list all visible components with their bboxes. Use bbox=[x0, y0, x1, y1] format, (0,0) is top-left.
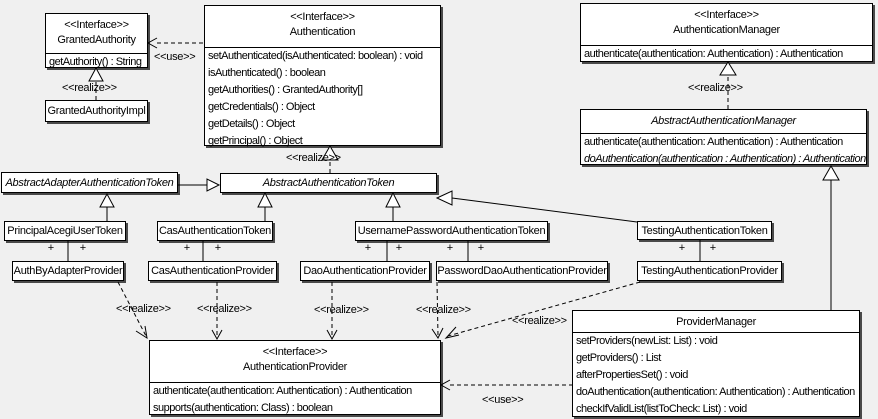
class-name: AbstractAuthenticationManager bbox=[651, 115, 796, 127]
method: getDetails() : Object bbox=[208, 118, 295, 130]
class-provider-manager[interactable]: ProviderManager setProviders(newList: Li… bbox=[572, 310, 860, 417]
plus-mark: + bbox=[678, 242, 686, 254]
class-name: CasAuthenticationToken bbox=[158, 225, 272, 237]
arrow-down-left-icon bbox=[444, 326, 460, 339]
class-testing-authentication-token[interactable]: TestingAuthenticationToken bbox=[637, 221, 772, 240]
method: checkIfValidList(listToCheck: List) : vo… bbox=[576, 403, 747, 415]
class-name: PasswordDaoAuthenticationProvider bbox=[437, 265, 607, 277]
class-username-password-authentication-token[interactable]: UsernamePasswordAuthenticationToken bbox=[355, 221, 548, 241]
stereotype-label: <<Interface>> bbox=[290, 11, 355, 23]
triangle-up-icon bbox=[99, 192, 115, 208]
class-auth-by-adapter-provider[interactable]: AuthByAdapterProvider bbox=[12, 261, 124, 281]
class-dao-authentication-provider[interactable]: DaoAuthenticationProvider bbox=[300, 261, 430, 281]
arrow-left-icon bbox=[439, 379, 451, 391]
method: getAuthority() : String bbox=[49, 56, 142, 68]
plus-mark: + bbox=[477, 242, 485, 254]
class-password-dao-authentication-provider[interactable]: PasswordDaoAuthenticationProvider bbox=[436, 261, 608, 281]
realize-label: <<realize>> bbox=[197, 303, 252, 315]
generalization-triangle-icons bbox=[99, 164, 840, 208]
class-name: TestingAuthenticationProvider bbox=[641, 265, 778, 277]
class-name: PrincipalAcegiUserToken bbox=[7, 225, 123, 237]
class-name: AbstractAuthenticationToken bbox=[262, 177, 395, 189]
method: authenticate(authentication: Authenticat… bbox=[584, 136, 843, 148]
realize-label: <<realize>> bbox=[116, 303, 171, 315]
arrow-down-icon bbox=[211, 329, 223, 341]
class-authentication-manager[interactable]: <<Interface>> AuthenticationManager auth… bbox=[580, 3, 873, 62]
method: getPrincipal() : Object bbox=[208, 135, 303, 147]
class-name: UsernamePasswordAuthenticationToken bbox=[357, 225, 546, 237]
triangle-up-icon bbox=[385, 191, 401, 208]
class-name: CasAuthenticationProvider bbox=[151, 265, 274, 277]
stereotype-label: <<Interface>> bbox=[262, 346, 328, 358]
class-granted-authority[interactable]: <<Interface>> GrantedAuthority getAuthor… bbox=[45, 13, 148, 68]
class-name: TestingAuthenticationToken bbox=[641, 224, 768, 237]
realize-label: <<realize>> bbox=[286, 152, 341, 164]
realize-label: <<realize>> bbox=[688, 82, 743, 94]
use-label: <<use>> bbox=[154, 51, 196, 63]
stereotype-label: <<Interface>> bbox=[694, 9, 759, 21]
realize-label: <<realize>> bbox=[512, 315, 567, 327]
use-label: <<use>> bbox=[482, 394, 524, 406]
arrow-down-icon bbox=[326, 329, 338, 341]
plus-mark: + bbox=[183, 242, 191, 254]
method: isAuthenticated() : boolean bbox=[208, 67, 326, 79]
triangle-up-icon bbox=[822, 164, 840, 181]
triangle-up-icon bbox=[257, 191, 273, 208]
arrow-down-icon bbox=[431, 327, 444, 339]
method: authenticate(authentication: Authenticat… bbox=[153, 385, 412, 397]
plus-mark: + bbox=[395, 242, 403, 254]
plus-mark: + bbox=[47, 242, 55, 254]
method: doAuthentication(authentication: Authent… bbox=[576, 386, 855, 398]
plus-mark: + bbox=[214, 242, 222, 254]
class-name: DaoAuthenticationProvider bbox=[303, 265, 427, 277]
method: setProviders(newList: List) : void bbox=[576, 335, 718, 347]
method: afterPropertiesSet() : void bbox=[576, 369, 688, 381]
arrow-left-icon bbox=[146, 37, 158, 49]
class-name: Authentication bbox=[289, 26, 356, 38]
plus-mark: + bbox=[79, 242, 87, 254]
method: getCredentials() : Object bbox=[208, 101, 315, 113]
class-authentication-provider[interactable]: <<Interface>> AuthenticationProvider aut… bbox=[149, 340, 441, 415]
class-name: ProviderManager bbox=[676, 316, 756, 328]
arrow-down-icon bbox=[135, 325, 148, 340]
realize-label: <<realize>> bbox=[416, 304, 471, 316]
class-name: AuthenticationManager bbox=[673, 24, 780, 36]
class-abstract-authentication-manager[interactable]: AbstractAuthenticationManager authentica… bbox=[580, 109, 867, 165]
triangle-up-icon bbox=[719, 61, 737, 76]
class-name: AbstractAdapterAuthenticationToken bbox=[5, 176, 174, 189]
class-cas-authentication-token[interactable]: CasAuthenticationToken bbox=[157, 221, 273, 241]
method: supports(authentication: Class) : boolea… bbox=[153, 402, 333, 414]
method: authenticate(authentication: Authenticat… bbox=[584, 48, 843, 60]
realize-label: <<realize>> bbox=[62, 82, 117, 94]
stereotype-label: <<Interface>> bbox=[64, 19, 129, 31]
plus-mark: + bbox=[364, 242, 372, 254]
realize-label: <<realize>> bbox=[314, 304, 369, 316]
method: setAuthenticated(isAuthenticated: boolea… bbox=[208, 50, 423, 62]
class-authentication[interactable]: <<Interface>> Authentication setAuthenti… bbox=[204, 5, 441, 147]
class-name: GrantedAuthorityImpl bbox=[47, 105, 146, 117]
method: getProviders() : List bbox=[576, 352, 661, 364]
class-abstract-authentication-token[interactable]: AbstractAuthenticationToken bbox=[220, 173, 437, 193]
method: doAuthentication(authentication : Authen… bbox=[584, 153, 866, 165]
class-granted-authority-impl[interactable]: GrantedAuthorityImpl bbox=[45, 100, 148, 122]
method: getAuthorities() : GrantedAuthority[] bbox=[208, 84, 363, 96]
triangle-left-icon bbox=[435, 190, 453, 206]
class-testing-authentication-provider[interactable]: TestingAuthenticationProvider bbox=[637, 261, 782, 281]
class-name: AuthByAdapterProvider bbox=[13, 265, 123, 277]
class-principal-acegi-user-token[interactable]: PrincipalAcegiUserToken bbox=[4, 221, 126, 241]
class-abstract-adapter-authentication-token[interactable]: AbstractAdapterAuthenticationToken bbox=[1, 172, 178, 193]
class-name: GrantedAuthority bbox=[57, 34, 136, 46]
class-cas-authentication-provider[interactable]: CasAuthenticationProvider bbox=[148, 261, 277, 281]
triangle-right-icon bbox=[206, 178, 221, 192]
plus-mark: + bbox=[709, 242, 717, 254]
class-name: AuthenticationProvider bbox=[242, 361, 348, 373]
plus-mark: + bbox=[446, 242, 454, 254]
